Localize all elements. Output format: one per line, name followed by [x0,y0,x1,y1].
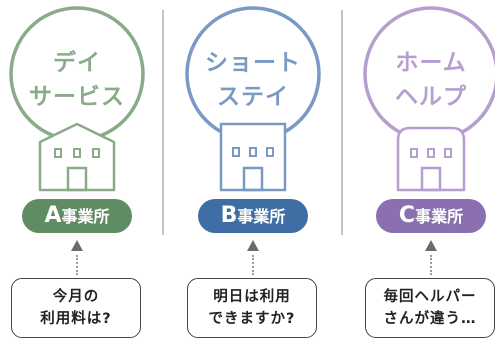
question-note: 今月の 利用料は? [11,278,141,338]
building-window [249,147,257,157]
thought-bubble-building-icon [185,6,321,192]
office-suffix: 事業所 [415,207,464,226]
office-suffix: 事業所 [61,207,110,226]
service-column-home-help: ホーム ヘルプ C事業所 毎回ヘルパー さんが違う… [356,0,495,343]
house-window [73,148,81,158]
office-badge-a: A事業所 [22,199,132,233]
column-divider-2 [341,10,343,235]
service-name-line-2: ステイ [217,84,289,110]
question-line-2: さんが違う… [383,311,477,327]
service-name-line-2: サービス [29,84,125,110]
house-window [444,148,452,158]
service-name-line-1: デイ [53,50,101,76]
house-window [92,148,100,158]
building-window [232,147,240,157]
office-badge-c: C事業所 [376,199,486,233]
column-divider-1 [162,10,164,235]
house-window [427,148,435,158]
service-name: ホーム ヘルプ [366,46,495,114]
question-line-1: 今月の [52,289,100,305]
office-letter: A [44,203,62,228]
office-badge-b: B事業所 [198,199,308,233]
thought-bubble-house-icon [363,6,495,192]
service-name-line-2: ヘルプ [395,84,467,110]
question-line-2: 利用料は? [40,311,112,327]
house-window [54,148,62,158]
arrow-up-icon [247,240,259,251]
service-column-day: デイ サービス A事業所 今月の 利用料は? [2,0,152,343]
service-column-short-stay: ショート ステイ B事業所 明日は利用 できますか? [178,0,328,343]
question-note: 毎回ヘルパー さんが違う… [365,278,495,338]
arrow-up-icon [71,240,83,251]
office-letter: B [220,203,238,228]
service-name-line-1: ショート [205,50,301,76]
building-door [242,166,264,192]
building-window [266,147,274,157]
dotted-connector [430,255,434,275]
office-suffix: 事業所 [237,207,286,226]
service-name: ショート ステイ [188,46,318,114]
house-outline [396,126,466,192]
arrow-up-icon [425,240,437,251]
question-line-2: できますか? [208,311,296,327]
question-note: 明日は利用 できますか? [187,278,317,338]
service-name: デイ サービス [12,46,142,114]
house-window [410,148,418,158]
dotted-connector [76,255,80,275]
service-name-line-1: ホーム [395,50,467,76]
house-door [66,166,88,192]
office-letter: C [398,203,416,228]
thought-bubble-house-icon [9,6,145,192]
question-line-1: 明日は利用 [213,289,291,305]
house-door [420,166,442,192]
question-line-1: 毎回ヘルパー [383,289,477,305]
dotted-connector [252,255,256,275]
